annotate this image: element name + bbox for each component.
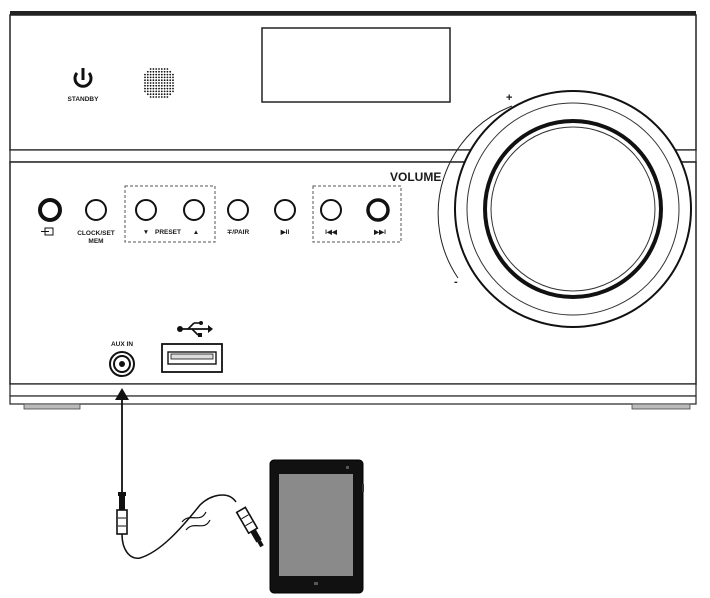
next-label: ▶▶I xyxy=(373,229,386,236)
volume-minus-label: - xyxy=(454,276,458,288)
base-strip xyxy=(9,383,697,397)
pair-button[interactable]: ∓/PAIR xyxy=(227,199,250,236)
standby-button[interactable]: STANDBY xyxy=(68,68,100,103)
prev-label: I◀◀ xyxy=(325,229,338,236)
power-icon xyxy=(73,68,93,88)
display-window xyxy=(261,27,451,103)
mem-label: MEM xyxy=(88,238,103,245)
next-button[interactable]: ▶▶I xyxy=(366,198,390,236)
tablet-screen xyxy=(279,474,353,576)
ir-sensor-grille xyxy=(144,68,174,98)
pair-label: ∓/PAIR xyxy=(227,229,250,236)
preset-group-box xyxy=(124,185,216,243)
preset-down-arrow: ▼ xyxy=(143,229,149,236)
play-pause-label: ▶II xyxy=(280,229,290,236)
standby-label: STANDBY xyxy=(68,96,100,103)
volume-plus-label: + xyxy=(506,92,512,104)
insert-arrow xyxy=(115,388,129,496)
volume-label: VOLUME xyxy=(390,170,441,184)
usb-icon xyxy=(177,321,213,337)
source-button[interactable] xyxy=(38,198,62,236)
skip-group-box xyxy=(312,185,402,243)
volume-knob[interactable] xyxy=(454,90,692,328)
prev-button[interactable]: I◀◀ xyxy=(320,199,342,236)
right-foot xyxy=(631,403,691,410)
preset-down-button[interactable]: ▼ xyxy=(135,199,157,236)
aux-cable xyxy=(116,492,264,559)
clock-set-label: CLOCK/SET xyxy=(77,230,115,237)
preset-label: PRESET xyxy=(155,229,181,236)
aux-in-jack[interactable] xyxy=(109,351,135,377)
aux-in-label: AUX IN xyxy=(111,341,133,348)
clock-set-button[interactable]: CLOCK/SET MEM xyxy=(77,199,115,245)
preset-up-button[interactable]: ▲ xyxy=(183,199,205,236)
volume-scale-arc xyxy=(437,105,513,279)
play-pause-button[interactable]: ▶II xyxy=(274,199,296,236)
preset-up-arrow: ▲ xyxy=(193,229,199,236)
left-foot xyxy=(23,403,81,410)
tablet-device xyxy=(269,459,364,594)
usb-port[interactable] xyxy=(161,343,223,373)
source-input-icon xyxy=(41,227,54,236)
